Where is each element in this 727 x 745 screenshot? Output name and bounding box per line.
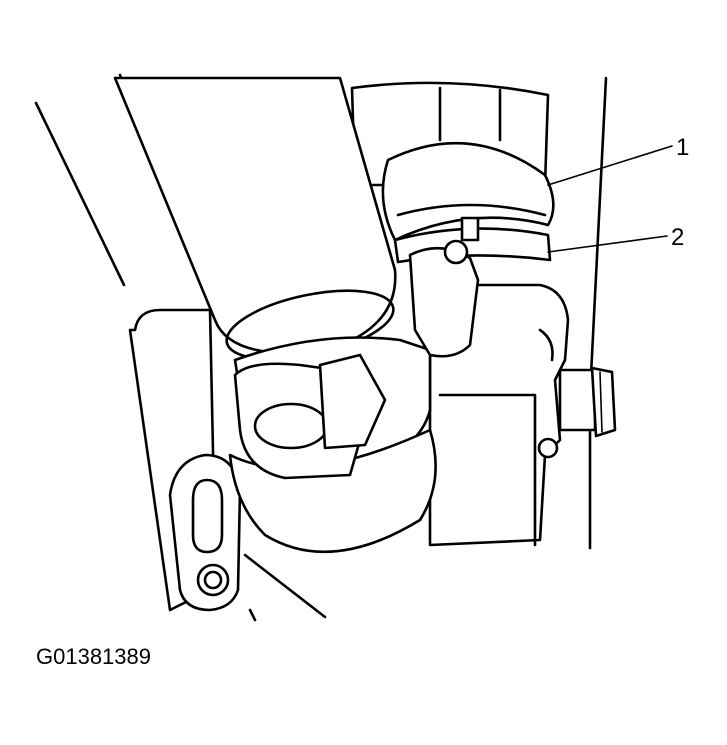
- dust-boot-fold: [396, 203, 547, 217]
- lower-rail-line: [243, 553, 327, 619]
- housing-step: [538, 328, 554, 362]
- side-bolt-shank: [558, 368, 597, 432]
- bracket-bolt-center: [203, 570, 223, 590]
- callout-1-leader: [547, 145, 673, 186]
- right-rail-line: [588, 76, 608, 397]
- lower-stud: [537, 437, 559, 459]
- clamp-tab: [460, 216, 480, 242]
- figure-id-label: G01381389: [36, 644, 151, 669]
- cap-bolt: [443, 239, 469, 265]
- side-bolt-head: [590, 366, 617, 438]
- gear-housing-edge: [438, 393, 537, 547]
- callout-2-leader: [547, 235, 668, 253]
- lower-rail-line-2: [248, 608, 257, 622]
- callout-label-1: 1: [676, 134, 690, 161]
- callout-label-2: 2: [671, 224, 685, 251]
- pinch-bolt-block: [318, 353, 387, 450]
- bracket-slot: [191, 478, 224, 554]
- bracket-bolt-head: [196, 563, 230, 597]
- side-bolt-flat: [599, 371, 603, 433]
- left-rail-line-outer: [34, 101, 126, 287]
- u-joint-cap: [408, 246, 480, 358]
- yoke-bolt-hole: [253, 402, 329, 450]
- dust-boot-seal: [381, 141, 555, 242]
